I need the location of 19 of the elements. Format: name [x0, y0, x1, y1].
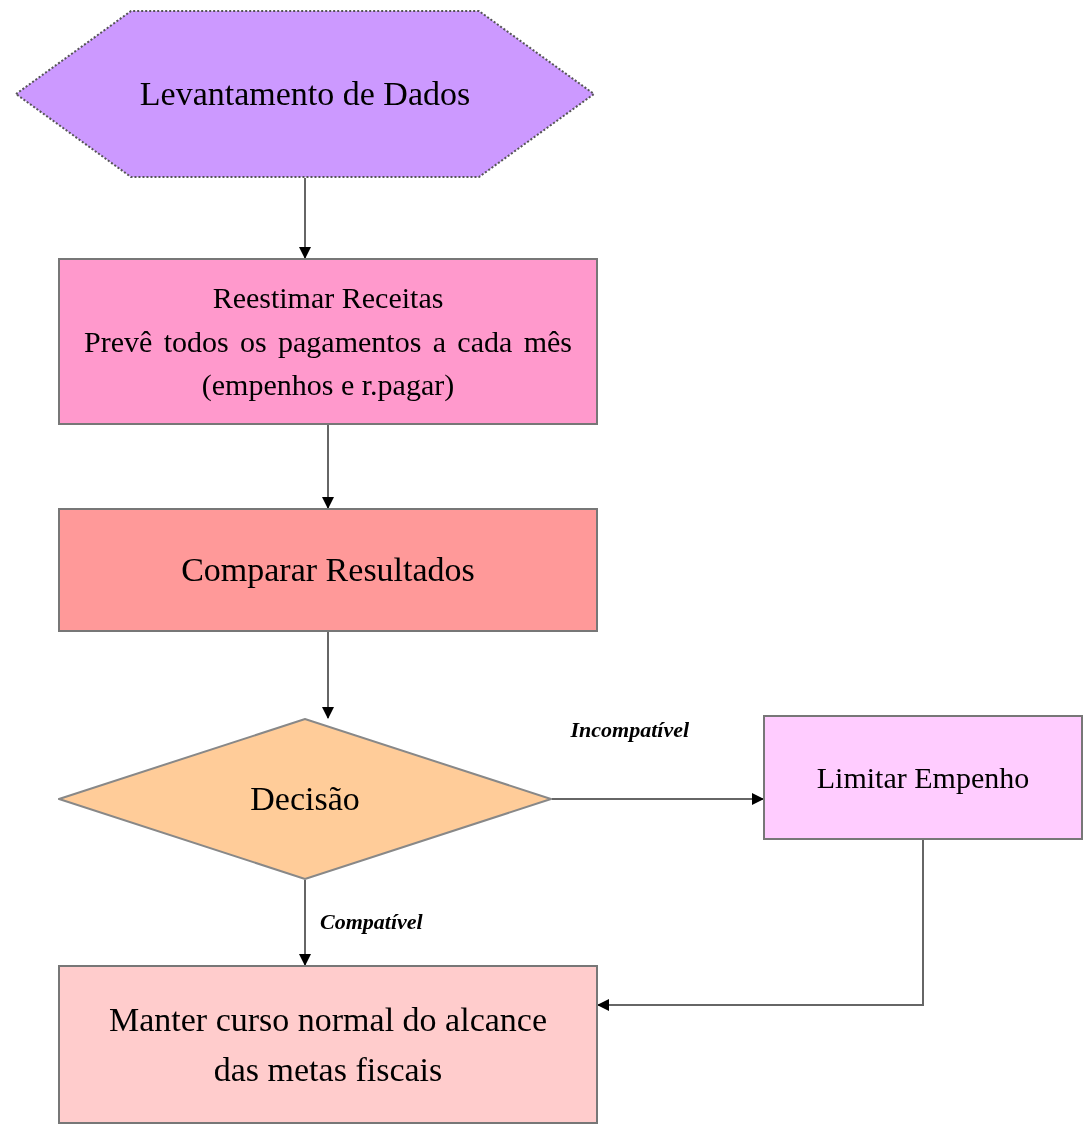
- decision-diamond: [58, 718, 552, 880]
- process-box: [58, 508, 598, 632]
- process-box: [58, 258, 598, 425]
- box-text: Decisão: [250, 779, 360, 820]
- box-text: Prevê todos os pagamentos a cada mês (empenhos e r.pagar): [84, 323, 572, 404]
- terminal-hexagon: [15, 10, 595, 178]
- arrow: [299, 177, 311, 259]
- arrow: [299, 879, 311, 966]
- arrow: [551, 793, 764, 805]
- box-text: Comparar Resultados: [181, 550, 475, 591]
- process-box: [763, 715, 1083, 840]
- box-text: Limitar Empenho: [816, 759, 1030, 796]
- arrow: [597, 839, 924, 1011]
- box-text: Levantamento de Dados: [139, 74, 471, 115]
- arrow: [322, 424, 334, 509]
- process-box: [58, 965, 598, 1124]
- box-heading: Reestimar Receitas: [212, 280, 444, 317]
- arrow: [322, 631, 334, 719]
- box-text: Manter curso normal do alcance das metas fiscais: [107, 1000, 548, 1090]
